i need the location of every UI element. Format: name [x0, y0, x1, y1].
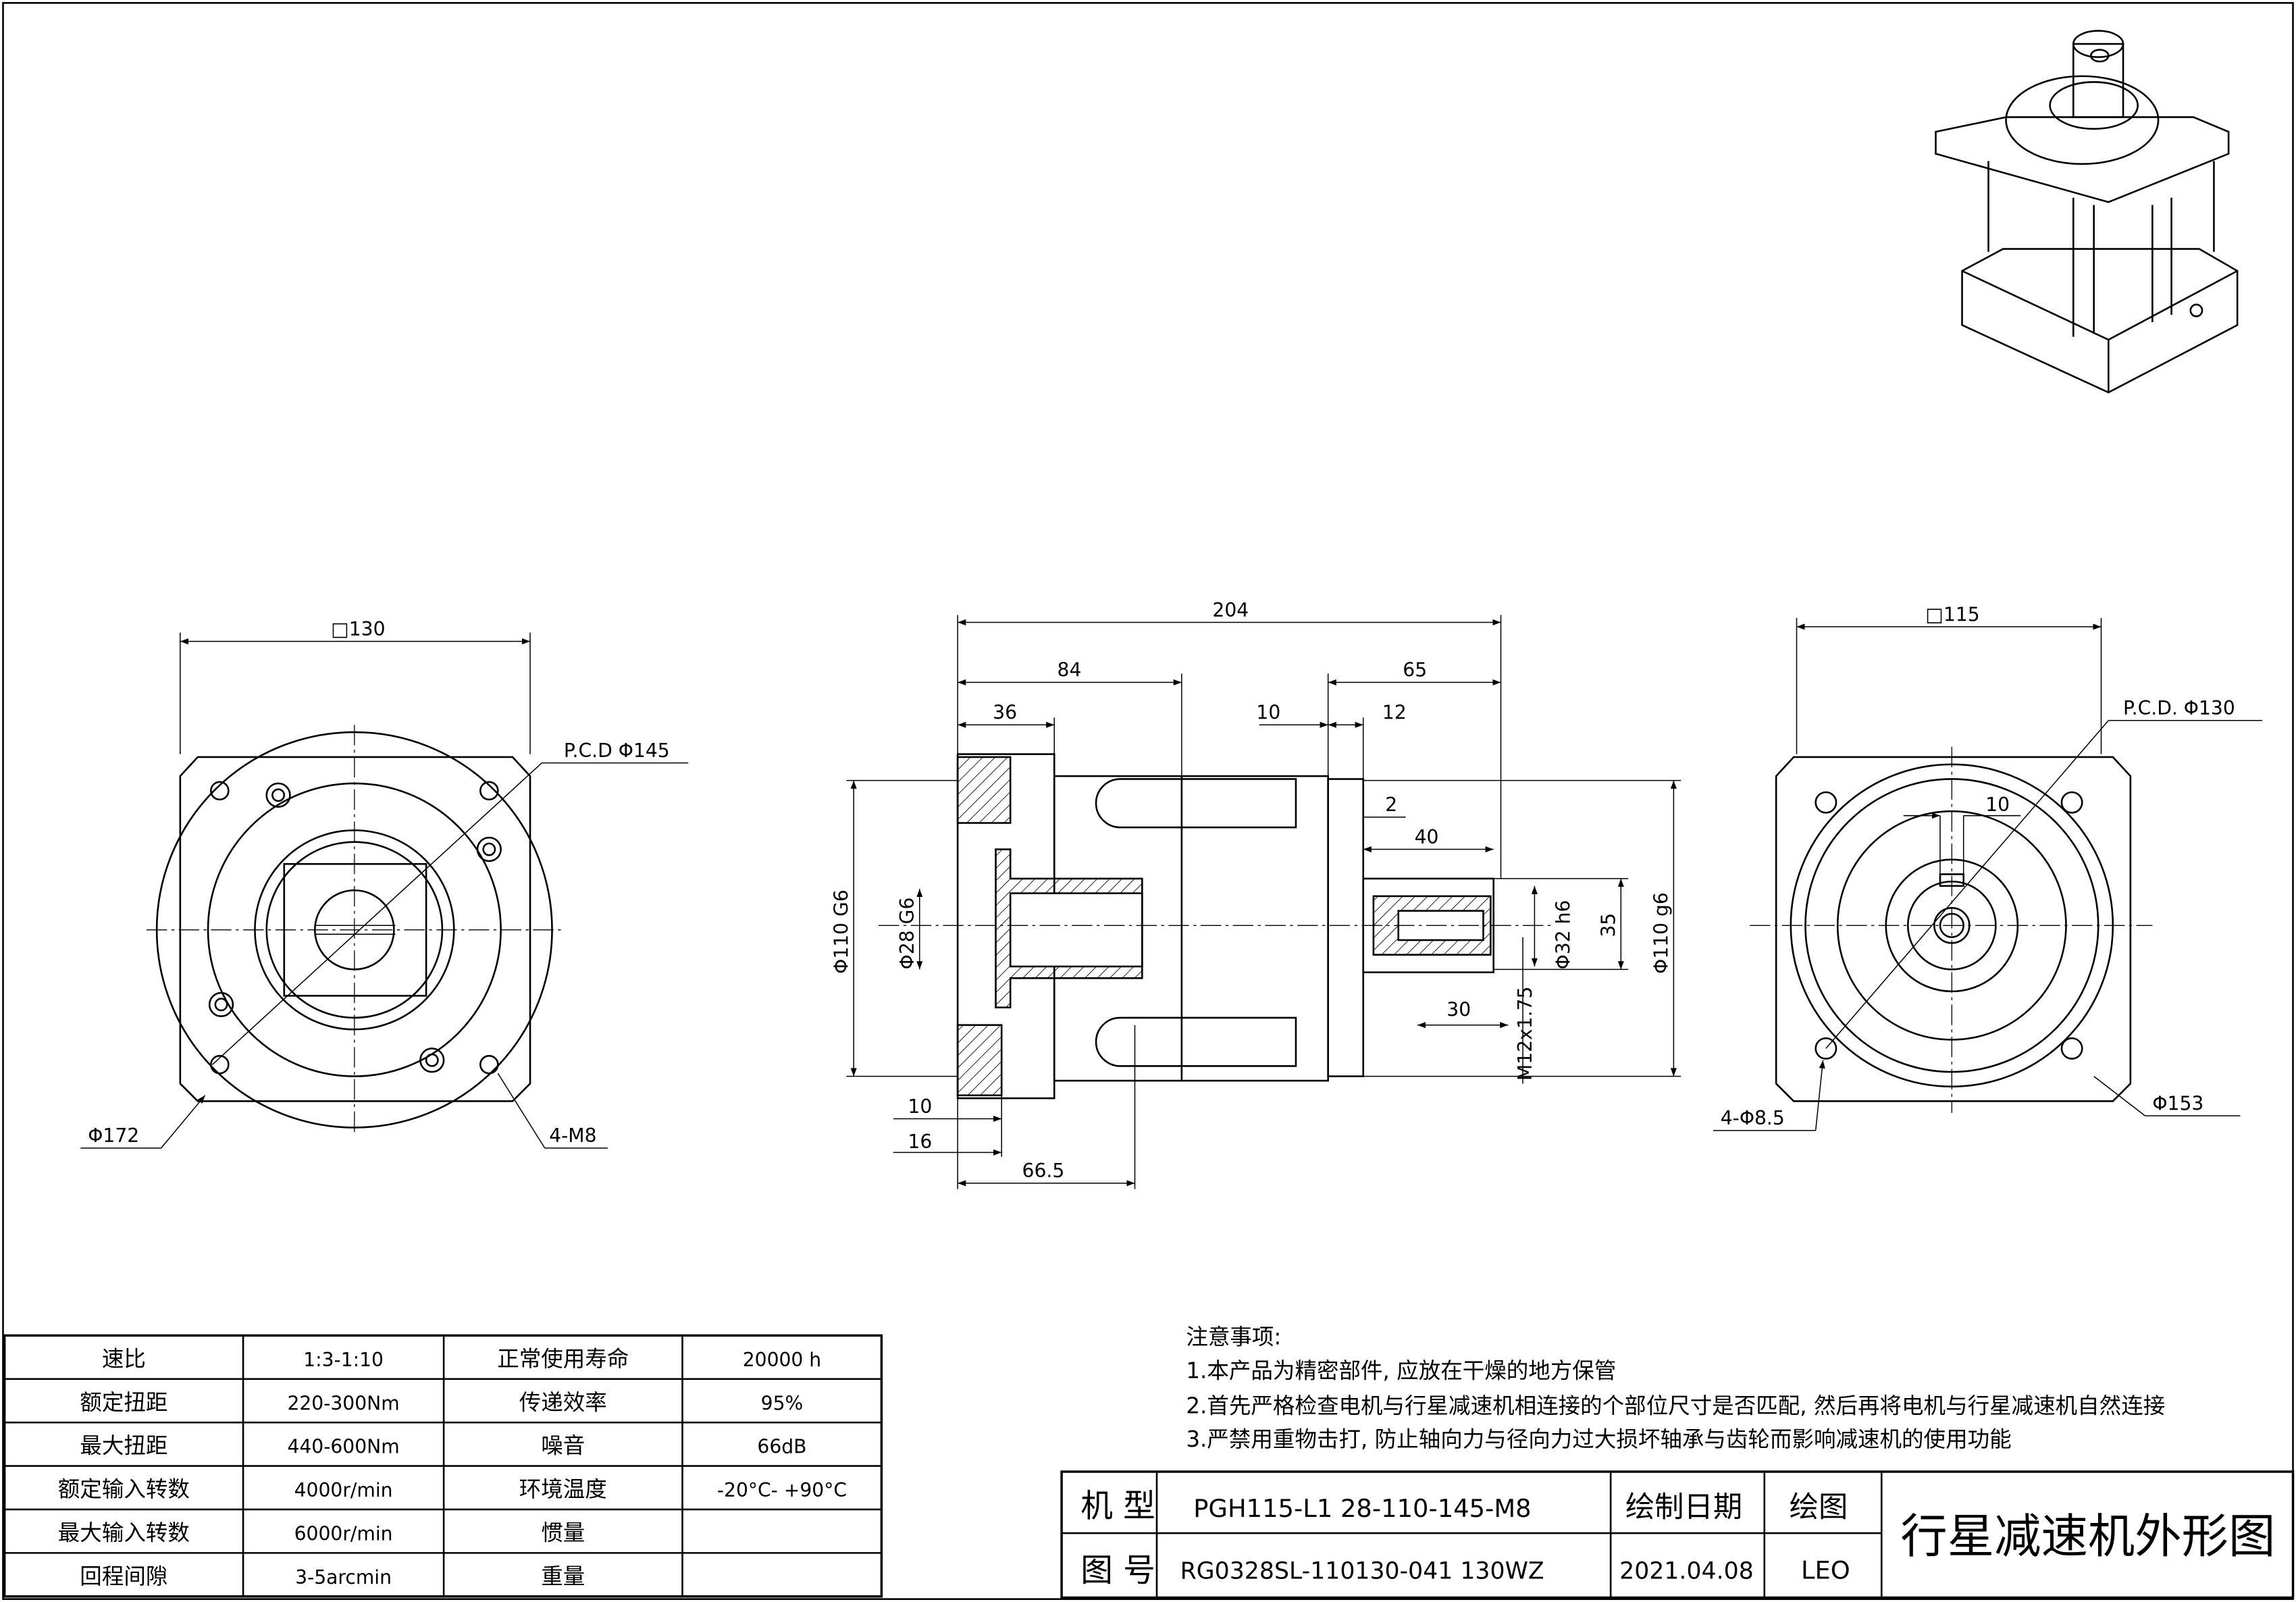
- spec-label: 额定扭距: [80, 1389, 167, 1415]
- drawer-value: LEO: [1801, 1555, 1850, 1584]
- dim-outer-153: Φ153: [2152, 1092, 2203, 1114]
- dim-pilot-110: Φ110 g6: [1650, 892, 1673, 974]
- drawing-no-value: RG0328SL-110130-041 130WZ: [1180, 1557, 1544, 1584]
- date-label: 绘制日期: [1625, 1491, 1742, 1524]
- model-label: 机 型: [1080, 1488, 1155, 1525]
- spec-label: 环境温度: [519, 1476, 607, 1502]
- isometric-view: [1935, 30, 2239, 394]
- front-view: □130 P.C.D Φ145 Φ172 4-M8: [80, 618, 689, 1149]
- note-1: 1.本产品为精密部件, 应放在干燥的地方保管: [1186, 1358, 1616, 1383]
- dim-square-115: □115: [1925, 603, 1979, 625]
- dim-total-204: 204: [1212, 599, 1249, 621]
- spec-value: 440-600Nm: [287, 1436, 399, 1458]
- dim-40: 40: [1415, 826, 1439, 848]
- spec-value: 3-5arcmin: [295, 1566, 392, 1588]
- dim-square-130: □130: [331, 618, 385, 640]
- spec-value: 4000r/min: [294, 1479, 393, 1501]
- spec-label: 速比: [102, 1346, 146, 1372]
- spec-value: 20000 h: [743, 1349, 821, 1371]
- dim-key-10: 10: [1985, 794, 2010, 816]
- dim-thread-m8: 4-M8: [549, 1125, 596, 1147]
- rear-view: □115 P.C.D. Φ130 10 4-Φ8.5 Φ153: [1713, 603, 2262, 1131]
- spec-label: 噪音: [541, 1433, 585, 1459]
- dim-65: 65: [1403, 659, 1427, 681]
- spec-value: 95%: [761, 1392, 804, 1414]
- dim-key-35: 35: [1598, 913, 1620, 937]
- date-value: 2021.04.08: [1619, 1557, 1754, 1584]
- dim-36: 36: [993, 702, 1017, 724]
- drawing-title: 行星减速机外形图: [1900, 1509, 2275, 1564]
- spec-table: 速比 1:3-1:10 正常使用寿命 20000 h 额定扭距 220-300Nm 传递效率…: [3, 1334, 883, 1598]
- spec-value: -20°C- +90°C: [717, 1479, 847, 1501]
- spec-label: 传递效率: [519, 1389, 607, 1415]
- spec-value: 220-300Nm: [287, 1392, 399, 1414]
- dim-pcd-130: P.C.D. Φ130: [2123, 697, 2235, 719]
- spec-label: 最大输入转数: [58, 1520, 190, 1546]
- dim-10-bottom: 10: [908, 1095, 932, 1118]
- drawer-label: 绘图: [1790, 1491, 1848, 1524]
- spec-value: 6000r/min: [294, 1523, 393, 1545]
- dim-12: 12: [1382, 702, 1407, 724]
- spec-label: 回程间隙: [80, 1564, 167, 1589]
- drawing-no-label: 图 号: [1080, 1553, 1155, 1590]
- dim-84: 84: [1058, 659, 1082, 681]
- spec-label: 重量: [541, 1564, 585, 1589]
- spec-label: 正常使用寿命: [497, 1346, 629, 1372]
- spec-label: 惯量: [541, 1520, 585, 1546]
- dim-16: 16: [908, 1131, 932, 1153]
- spec-value: 1:3-1:10: [303, 1349, 384, 1371]
- title-block: 机 型 PGH115-L1 28-110-145-M8 绘制日期 绘图 图 号 …: [1060, 1470, 2295, 1599]
- dim-outer-172: Φ172: [88, 1125, 139, 1147]
- dim-66-5: 66.5: [1022, 1160, 1065, 1182]
- dim-shaft-32: Φ32 h6: [1552, 900, 1574, 970]
- dim-30: 30: [1446, 999, 1471, 1021]
- dim-holes-8-5: 4-Φ8.5: [1721, 1107, 1785, 1129]
- note-2: 2.首先严格检查电机与行星减速机相连接的个部位尺寸是否匹配, 然后再将电机与行星…: [1186, 1393, 2165, 1418]
- dim-thread-m12: M12x1.75: [1514, 987, 1536, 1081]
- spec-label: 最大扭距: [80, 1433, 167, 1459]
- notes-title: 注意事项:: [1186, 1324, 1281, 1349]
- side-view: 204 84 65 36 10 12 2 40 30 10 16 66.5 Φ1…: [831, 599, 1681, 1189]
- dim-10-top: 10: [1256, 702, 1280, 724]
- spec-label: 额定输入转数: [58, 1476, 190, 1502]
- model-value: PGH115-L1 28-110-145-M8: [1193, 1494, 1531, 1523]
- dim-flange-110g6: Φ110 G6: [831, 889, 853, 974]
- spec-value: 66dB: [757, 1436, 806, 1458]
- notes: 注意事项: 1.本产品为精密部件, 应放在干燥的地方保管 2.首先严格检查电机与…: [1186, 1324, 2165, 1452]
- dim-bore-28: Φ28 G6: [896, 898, 918, 970]
- dim-pcd-145: P.C.D Φ145: [564, 740, 670, 762]
- note-3: 3.严禁用重物击打, 防止轴向力与径向力过大损坏轴承与齿轮而影响减速机的使用功能: [1186, 1426, 2011, 1452]
- dim-2: 2: [1385, 794, 1397, 816]
